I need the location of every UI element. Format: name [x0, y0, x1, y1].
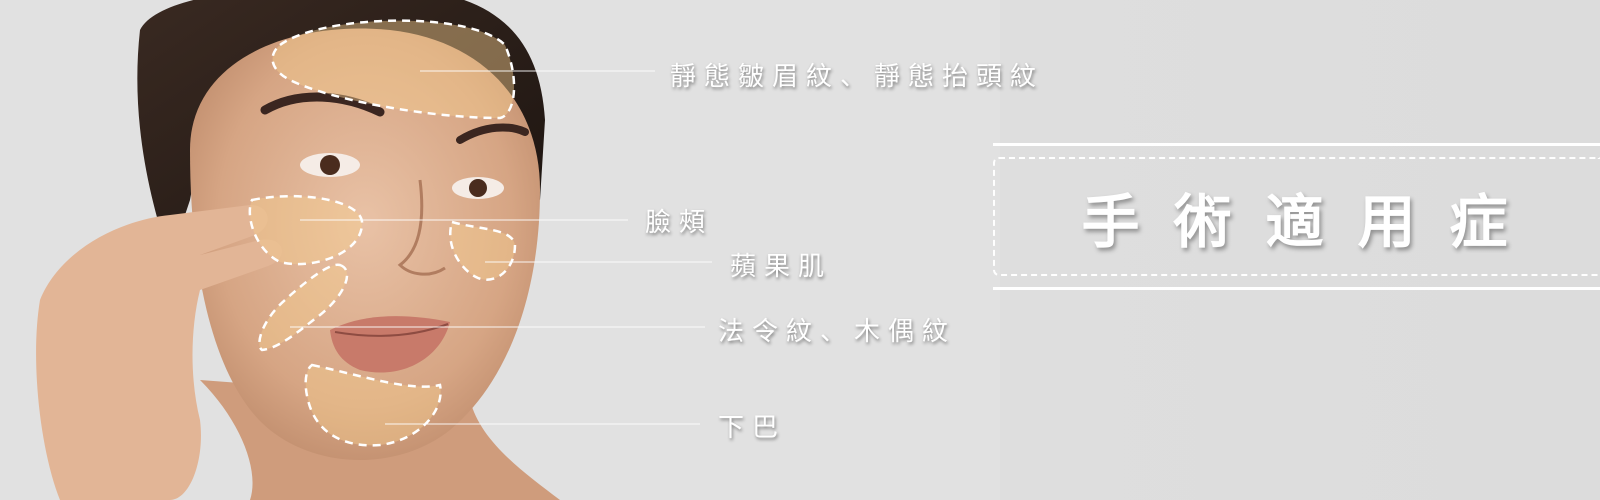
label-cheek: 臉頰 — [645, 208, 714, 238]
chin-zone — [304, 363, 442, 447]
treatment-zones — [248, 19, 517, 447]
hand — [36, 205, 282, 500]
label-apple-cheek: 蘋果肌 — [730, 252, 833, 282]
label-forehead: 靜態皺眉紋、靜態抬頭紋 — [670, 62, 1045, 92]
apple-cheek-zone — [449, 220, 517, 281]
title-panel: 手術適用症 — [993, 143, 1600, 290]
title-rule-top — [993, 143, 1600, 146]
face-photo — [36, 0, 712, 500]
title-rule-bottom — [993, 287, 1600, 290]
lips — [330, 316, 450, 373]
label-chin: 下巴 — [718, 413, 787, 443]
label-nasolabial: 法令紋、木偶紋 — [718, 317, 957, 347]
forehead-zone — [271, 19, 516, 120]
cheek-zone — [248, 194, 364, 266]
page-title: 手術適用症 — [1081, 187, 1542, 256]
title-dashed-frame — [993, 157, 1600, 276]
face — [190, 28, 540, 460]
nasolabial-zone — [258, 263, 349, 352]
